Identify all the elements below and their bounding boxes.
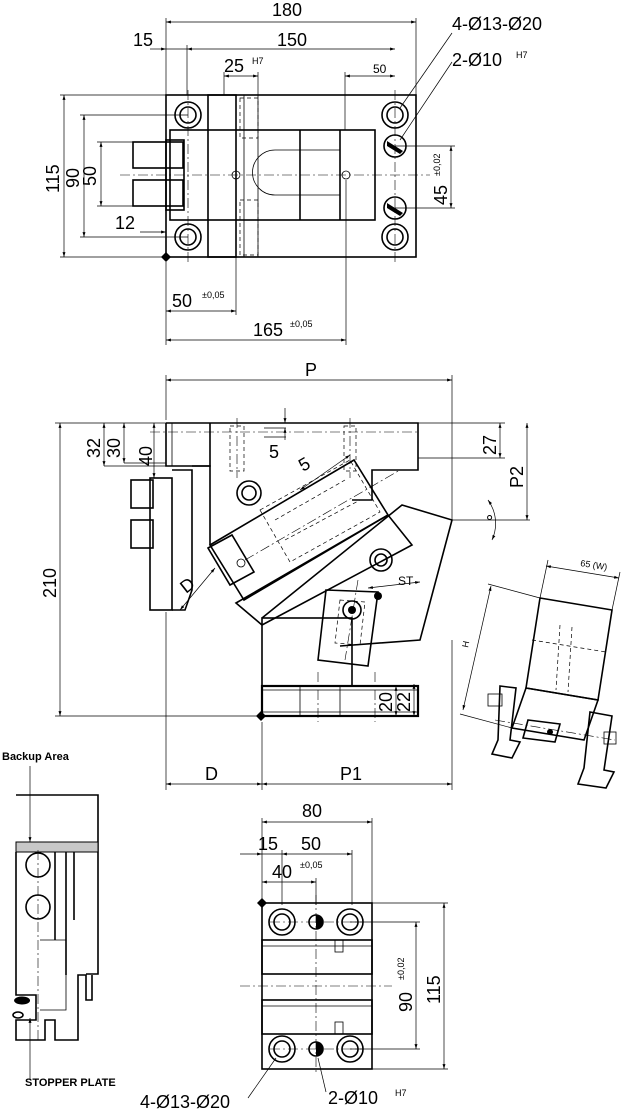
dim-165: 165 <box>253 320 283 340</box>
top-holes-large-label: 4-Ø13-Ø20 <box>452 14 542 34</box>
dim-150: 150 <box>277 30 307 50</box>
dim-30: 30 <box>104 438 124 458</box>
dim-P2: P2 <box>507 466 527 488</box>
dim-15: 15 <box>133 30 153 50</box>
iso-view: 65 (W) H <box>459 558 621 789</box>
detail-view: Backup Area STOPPER PLATE <box>2 751 116 1089</box>
backup-area-label: Backup Area <box>2 751 70 763</box>
base-holes-pin-tol: H7 <box>395 1088 407 1098</box>
dim-H: H <box>460 640 471 648</box>
top-holes-pin-label: 2-Ø10 <box>452 50 502 70</box>
dim-25-tol: H7 <box>252 56 264 66</box>
dim-5b: 5 <box>295 453 314 475</box>
dim-40: 40 <box>136 446 156 466</box>
dim-50-bottom: 50 <box>172 291 192 311</box>
top-holes-pin-tol: H7 <box>516 50 528 60</box>
dim-ST: ST <box>398 574 414 588</box>
dim-D-bottom: D <box>205 764 218 784</box>
dim-115: 115 <box>43 164 63 193</box>
dim-25: 25 <box>224 56 244 76</box>
dim-P: P <box>305 360 317 380</box>
side-view: P <box>40 360 530 790</box>
dim-27: 27 <box>480 435 500 455</box>
dim-90: 90 <box>63 168 83 188</box>
dim-deg: ° <box>486 512 493 532</box>
dim-22: 22 <box>394 692 414 712</box>
base-dim-90-tol: ±0,02 <box>396 958 406 980</box>
angled-body <box>206 458 414 626</box>
base-dim-40-tol: ±0,05 <box>300 860 322 870</box>
dim-45-tol: ±0,02 <box>432 154 442 176</box>
base-dim-15: 15 <box>258 834 278 854</box>
dim-32: 32 <box>84 438 104 458</box>
dim-12: 12 <box>115 213 135 233</box>
base-dim-80: 80 <box>302 801 322 821</box>
top-view: 180 15 150 25 H7 50 <box>43 0 542 345</box>
dim-45: 45 <box>431 185 451 205</box>
base-dim-50: 50 <box>301 834 321 854</box>
dim-P1: P1 <box>340 764 362 784</box>
base-dim-115: 115 <box>424 975 444 1004</box>
dim-50-bottom-tol: ±0,05 <box>202 290 224 300</box>
base-holes-pin-label: 2-Ø10 <box>328 1088 378 1108</box>
dim-50-left: 50 <box>80 166 100 186</box>
base-dim-40: 40 <box>272 862 292 882</box>
dim-20: 20 <box>376 692 396 712</box>
dim-165-tol: ±0,05 <box>290 319 312 329</box>
dim-180: 180 <box>272 0 302 20</box>
base-dim-90: 90 <box>396 992 416 1012</box>
stopper-plate-label: STOPPER PLATE <box>25 1077 116 1089</box>
st-slide <box>317 579 382 667</box>
dim-D-angle: D <box>176 573 199 597</box>
base-view: 80 15 50 40 ±0,05 <box>140 801 448 1112</box>
dim-210: 210 <box>40 568 60 598</box>
dim-50-top: 50 <box>373 62 387 76</box>
dim-5a: 5 <box>269 442 279 462</box>
base-holes-large-label: 4-Ø13-Ø20 <box>140 1092 230 1112</box>
dim-W: 65 (W) <box>580 558 608 572</box>
